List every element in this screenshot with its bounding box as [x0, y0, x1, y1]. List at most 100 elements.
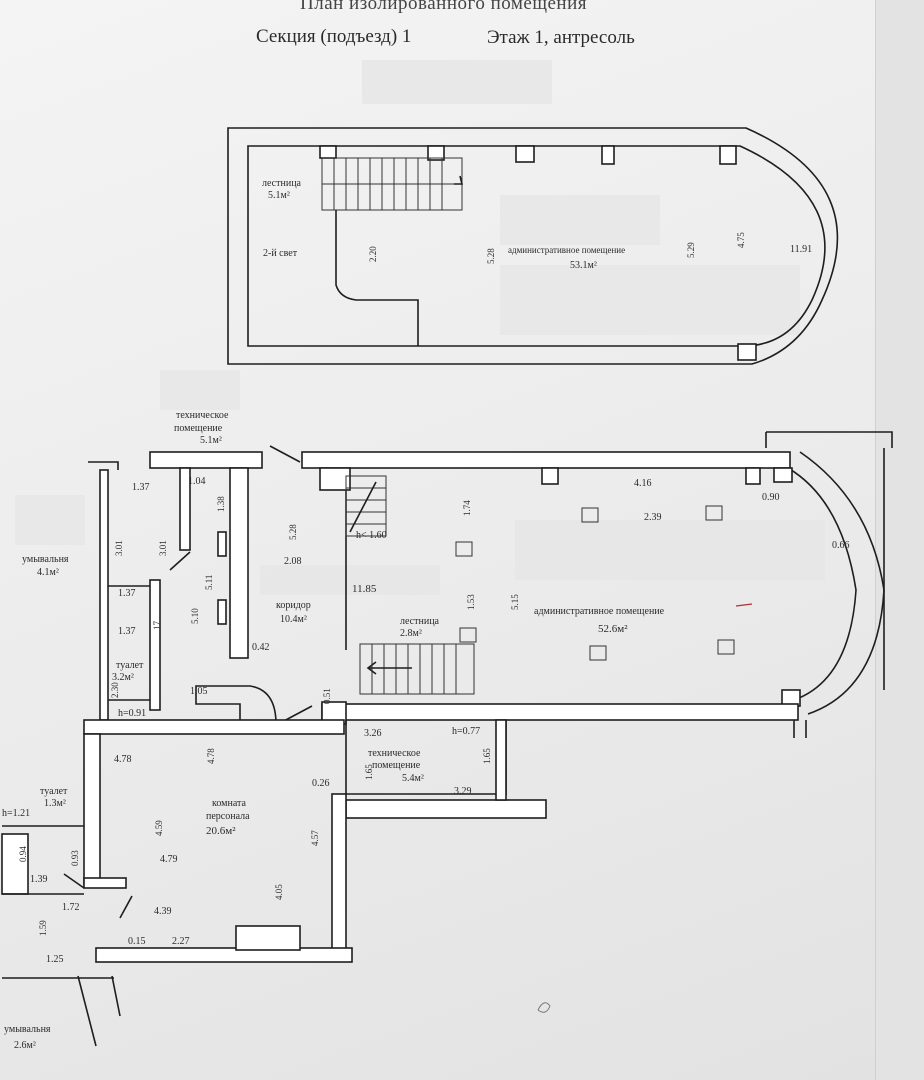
mezz-dim: 5.29 — [686, 242, 696, 258]
pen-mark — [735, 603, 753, 607]
corridor-name: коридор — [276, 600, 311, 611]
wall-segment — [229, 467, 249, 659]
dim-label: 1.05 — [190, 686, 208, 697]
mezzanine-outer-wall — [227, 127, 839, 365]
dim-label: 2.39 — [644, 512, 662, 523]
toilet2-name: туалет — [40, 786, 68, 797]
dim-label: 4.78 — [114, 754, 132, 765]
toilet2-height: h=1.21 — [2, 808, 30, 819]
stair-name: лестница — [262, 178, 302, 189]
stair-name: лестница — [400, 616, 440, 627]
dim-label: 3.01 — [158, 540, 168, 556]
column — [427, 145, 445, 161]
wall-segment — [83, 877, 127, 889]
office-area: 52.6м² — [598, 623, 628, 635]
dim-label: 1.74 — [462, 500, 472, 516]
door-swing — [63, 873, 85, 889]
wall-segment — [301, 451, 791, 469]
toilet-name: туалет — [116, 660, 144, 671]
apse-wall — [787, 467, 857, 701]
tech2-name-2: помещение — [372, 760, 421, 771]
hatch-line — [111, 975, 121, 1017]
column — [745, 467, 761, 485]
column — [773, 467, 793, 483]
corridor-area: 10.4м² — [280, 614, 307, 625]
mezzanine-plan: лестница 5.1м² 2-й свет административное… — [227, 127, 839, 365]
redaction-patch — [160, 370, 240, 410]
tech2-area: 5.4м² — [402, 773, 424, 784]
dim-label: 1.25 — [46, 954, 64, 965]
redaction-patch — [15, 495, 85, 545]
wall-segment — [149, 579, 161, 711]
dim-label: 0.42 — [252, 642, 270, 653]
dim-label: 1.72 — [62, 902, 80, 913]
wall-segment — [793, 720, 807, 738]
mezz-dim: 4.75 — [736, 232, 746, 248]
dim-label: 4.39 — [154, 906, 172, 917]
pen-mark — [537, 1002, 551, 1013]
dim-label: 4.57 — [310, 830, 320, 846]
toilet2-area: 1.3м² — [44, 798, 66, 809]
staff-name-1: комната — [212, 798, 247, 809]
dim-label: 1.65 — [364, 764, 374, 780]
dim-label: 1.04 — [188, 476, 206, 487]
dim-label: 2.27 — [172, 936, 190, 947]
toilet-height: h=0.91 — [118, 708, 146, 719]
wall-segment — [108, 585, 150, 701]
tech-room-area: 5.1м² — [200, 435, 222, 446]
window-block — [235, 925, 301, 951]
dim-label: 17 — [152, 621, 162, 631]
wash2-area: 2.6м² — [14, 1040, 36, 1051]
ground-floor-plan — [1, 431, 893, 1047]
door-swing — [269, 445, 301, 463]
column — [515, 145, 535, 163]
wash2-name: умывальня — [4, 1024, 51, 1035]
curved-wall — [195, 685, 277, 725]
dim-label: 0.94 — [18, 846, 28, 862]
dim-label: 1.37 — [132, 482, 150, 493]
plan-title: План изолированного помещения — [300, 0, 587, 14]
mezzanine-inner-wall — [247, 145, 826, 347]
dim-label: 1.37 — [118, 588, 136, 599]
office-name: административное помещение — [534, 606, 665, 617]
wall-segment — [217, 599, 227, 625]
dim-label: 5.11 — [204, 575, 214, 590]
dim-label: 5.28 — [288, 524, 298, 540]
mezzanine-staircase — [321, 157, 464, 211]
dim-label: 4.16 — [634, 478, 652, 489]
mezz-office-area: 53.1м² — [570, 260, 597, 271]
apse-wall-outer — [799, 451, 885, 715]
stair-area: 2.8м² — [400, 628, 422, 639]
column — [459, 627, 477, 643]
wall-segment — [83, 733, 101, 885]
redaction-patch — [362, 60, 552, 104]
wall-segment — [88, 461, 119, 470]
dim-label: 1.39 — [30, 874, 48, 885]
dim-label: 1.37 — [118, 626, 136, 637]
dim-label: 0.93 — [70, 850, 80, 866]
wall-segment — [765, 431, 893, 448]
dim-label: 0.51 — [322, 688, 332, 704]
dim-label: 3.01 — [114, 540, 124, 556]
redaction-patch — [260, 565, 440, 595]
door-swing — [169, 551, 191, 571]
dim-label: 4.59 — [154, 820, 164, 836]
door-swing — [119, 895, 133, 919]
dim-label: 4.78 — [206, 748, 216, 764]
dim-label: 3.29 — [454, 786, 472, 797]
column — [541, 467, 559, 485]
wall-segment — [495, 719, 507, 801]
dim-label: 11.85 — [352, 583, 377, 595]
column — [455, 541, 473, 557]
dim-label: 2.30 — [110, 682, 120, 698]
wall-segment — [99, 469, 109, 721]
section-label: Секция (подъезд) 1 — [256, 26, 412, 47]
dim-label: 2.08 — [284, 556, 302, 567]
adjacent-page — [875, 0, 924, 1080]
ground-staircase-lower — [359, 643, 475, 695]
stair-height: h< 1.60 — [356, 530, 387, 541]
column — [589, 645, 607, 661]
staff-name-2: персонала — [206, 811, 250, 822]
wall-segment — [179, 467, 191, 551]
